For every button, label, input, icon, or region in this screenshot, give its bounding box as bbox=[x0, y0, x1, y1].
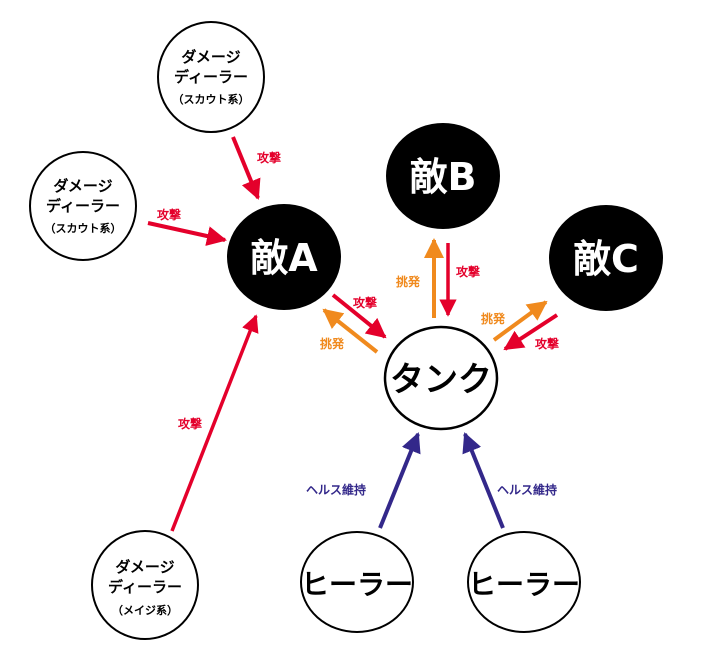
node-dps-scout-left: ダメージ ディーラー （スカウト系） bbox=[29, 151, 137, 261]
edge-scout-top-to-enemy-a: 攻撃 bbox=[231, 136, 281, 200]
edge-label: 挑発 bbox=[320, 336, 345, 351]
node-enemy-b: 敵B bbox=[386, 123, 500, 229]
node-circle bbox=[467, 531, 581, 633]
node-tank: タンク bbox=[383, 325, 499, 431]
attack-arrow bbox=[503, 313, 559, 351]
node-circle bbox=[386, 123, 500, 229]
edge-enemy-c-to-tank: 攻撃 bbox=[503, 313, 559, 351]
node-circle bbox=[91, 530, 199, 640]
provoke-arrow bbox=[492, 300, 548, 342]
heal-arrow bbox=[462, 432, 505, 529]
node-dps-mage: ダメージ ディーラー （メイジ系） bbox=[91, 530, 199, 640]
node-dps-scout-top: ダメージ ディーラー （スカウト系） bbox=[157, 21, 265, 133]
node-healer-right: ヒーラー bbox=[467, 531, 581, 633]
node-label-line2: ディーラー bbox=[174, 68, 248, 86]
node-circle bbox=[29, 151, 137, 261]
edge-label: 攻撃 bbox=[456, 264, 480, 279]
edge-label: 攻撃 bbox=[353, 295, 377, 310]
node-circle bbox=[227, 204, 341, 310]
node-label: ヒーラー bbox=[301, 568, 413, 601]
node-label-line2: ディーラー bbox=[46, 197, 120, 215]
node-circle bbox=[383, 325, 499, 431]
node-circle bbox=[157, 21, 265, 133]
edge-tank-to-enemy-c: 挑発 bbox=[481, 300, 548, 342]
node-label-line1: ダメージ bbox=[115, 558, 174, 576]
edge-scout-left-to-enemy-a: 攻撃 bbox=[147, 207, 227, 246]
node-circle bbox=[549, 205, 663, 311]
node-label: 敵A bbox=[250, 236, 318, 280]
node-enemy-a: 敵A bbox=[227, 204, 341, 310]
edge-label: 挑発 bbox=[481, 311, 506, 326]
edge-label: ヘルス維持 bbox=[306, 482, 366, 497]
attack-arrow bbox=[231, 136, 261, 200]
edge-healer-left-to-tank: ヘルス維持 bbox=[306, 432, 421, 529]
node-label-line3: （スカウト系） bbox=[45, 221, 122, 235]
node-circle bbox=[300, 531, 414, 633]
edge-label: 攻撃 bbox=[535, 336, 559, 351]
node-label: 敵C bbox=[573, 237, 639, 281]
attack-arrow bbox=[331, 293, 387, 339]
edge-healer-right-to-tank: ヘルス維持 bbox=[462, 432, 557, 529]
attack-arrow bbox=[170, 314, 259, 532]
node-label: 敵B bbox=[410, 155, 477, 199]
edge-label: 挑発 bbox=[396, 274, 421, 289]
heal-arrow bbox=[378, 432, 421, 529]
node-label-line2: ディーラー bbox=[108, 578, 182, 596]
edge-label: 攻撃 bbox=[257, 150, 281, 165]
node-healer-left: ヒーラー bbox=[300, 531, 414, 633]
node-label-line3: （メイジ系） bbox=[112, 603, 178, 617]
node-enemy-c: 敵C bbox=[549, 205, 663, 311]
edge-enemy-a-to-tank: 攻撃 bbox=[331, 293, 387, 339]
edge-label: ヘルス維持 bbox=[497, 482, 557, 497]
node-label-line3: （スカウト系） bbox=[173, 92, 250, 106]
edge-mage-to-enemy-a: 攻撃 bbox=[170, 314, 259, 532]
edge-label: 攻撃 bbox=[157, 207, 181, 222]
node-label-line1: ダメージ bbox=[181, 48, 240, 66]
node-label: タンク bbox=[390, 360, 492, 400]
node-label: ヒーラー bbox=[468, 568, 580, 601]
edge-enemy-b-to-tank: 攻撃 bbox=[439, 243, 480, 317]
attack-arrow bbox=[147, 221, 227, 246]
edge-tank-to-enemy-a: 挑発 bbox=[320, 308, 379, 354]
edge-tank-to-enemy-b: 挑発 bbox=[396, 238, 444, 318]
edge-label: 攻撃 bbox=[178, 416, 202, 431]
provoke-arrow bbox=[322, 308, 379, 354]
node-label-line1: ダメージ bbox=[53, 177, 112, 195]
